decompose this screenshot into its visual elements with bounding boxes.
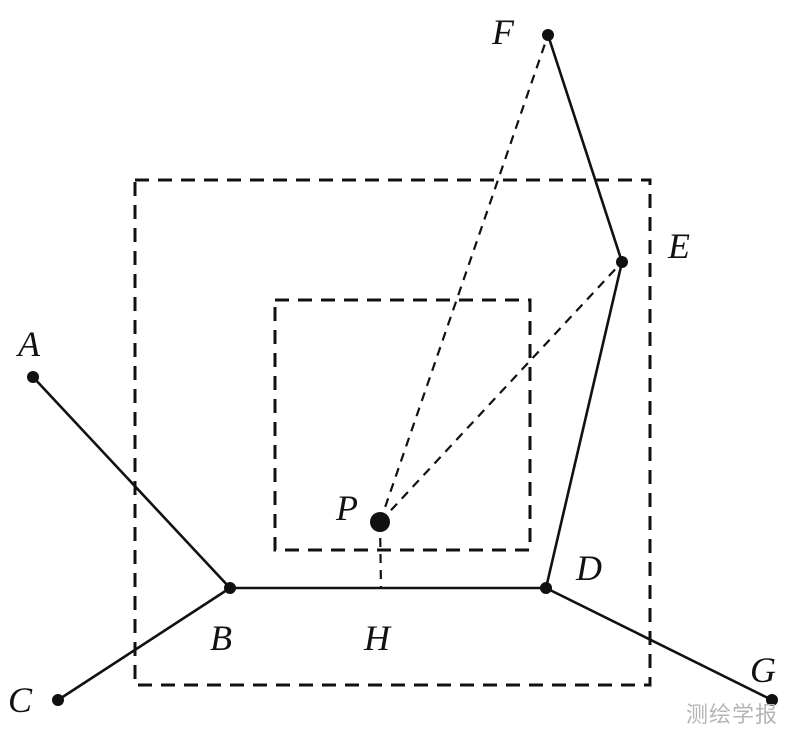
point-label-C: C bbox=[8, 680, 33, 720]
point-B-dot bbox=[224, 582, 236, 594]
point-A-dot bbox=[27, 371, 39, 383]
point-F-dot bbox=[542, 29, 554, 41]
point-D-dot bbox=[540, 582, 552, 594]
solid-segment-D-E bbox=[544, 260, 624, 590]
point-label-G: G bbox=[750, 650, 776, 690]
point-P-dot bbox=[370, 512, 390, 532]
point-label-A: A bbox=[16, 324, 41, 364]
dashed-segment-P-F bbox=[378, 34, 550, 523]
dashed-rect-outer bbox=[133, 178, 652, 687]
point-G-dot bbox=[766, 694, 778, 706]
dashed-segment-P-H bbox=[378, 521, 383, 589]
point-label-F: F bbox=[491, 12, 515, 52]
solid-segment-C-B bbox=[56, 586, 232, 702]
watermark: 测绘学报 bbox=[685, 703, 778, 728]
solid-segment-D-G bbox=[544, 586, 774, 702]
point-label-D: D bbox=[575, 548, 602, 588]
point-E-dot bbox=[616, 256, 628, 268]
solid-segment-A-B bbox=[31, 375, 232, 590]
point-label-P: P bbox=[335, 488, 358, 528]
dashed-segment-P-E bbox=[379, 261, 623, 523]
point-label-E: E bbox=[667, 226, 690, 266]
dashed-rect-inner bbox=[273, 298, 532, 552]
point-C-dot bbox=[52, 694, 64, 706]
solid-segment-E-F bbox=[546, 33, 624, 264]
point-label-H: H bbox=[363, 618, 392, 658]
point-label-B: B bbox=[210, 618, 232, 658]
